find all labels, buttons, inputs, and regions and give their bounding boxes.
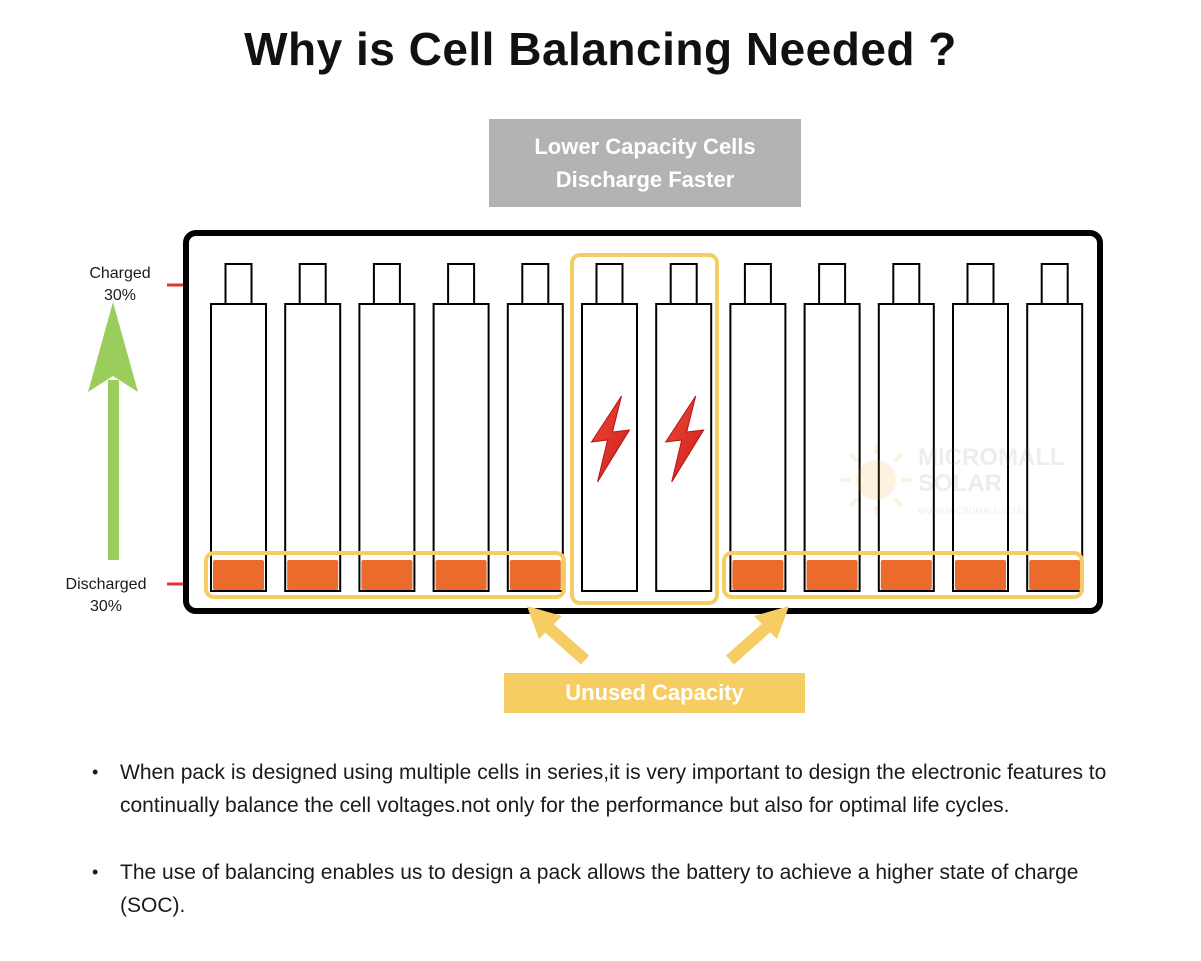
lightning-bolt-icon — [664, 395, 705, 483]
watermark-url: WWW.MICROMALL.CO.NZ — [918, 506, 1030, 516]
unused-charge-segment — [287, 560, 339, 590]
cell-terminal — [892, 263, 921, 305]
weak-cells-frame — [570, 253, 719, 605]
unused-charge-segment — [435, 560, 487, 590]
cell-body — [432, 303, 490, 592]
unused-capacity-callout: Unused Capacity — [504, 673, 805, 713]
battery-cell — [210, 263, 267, 592]
cell-terminal — [372, 263, 401, 305]
battery-cell — [506, 263, 564, 592]
cell-terminal — [669, 263, 698, 305]
battery-cell — [877, 263, 935, 592]
bullet-icon: • — [92, 862, 99, 882]
bullet-text-1: When pack is designed using multiple cel… — [120, 761, 1107, 817]
unused-charge-segment — [213, 560, 264, 590]
sun-logo-icon — [840, 444, 912, 516]
unused-capacity-frame-left — [204, 551, 566, 599]
unused-charge-segment — [955, 560, 1006, 590]
unused-charge-segment — [1029, 560, 1081, 590]
lower-capacity-line-2: Discharge Faster — [555, 167, 735, 192]
unused-charge-segment — [880, 560, 932, 590]
bullet-item-1: • When pack is designed using multiple c… — [88, 756, 1148, 822]
cell-body — [803, 303, 861, 592]
cell-body — [358, 303, 416, 592]
battery-cell — [655, 263, 713, 592]
charged-label-text: Charged — [89, 265, 151, 282]
cell-body — [506, 303, 564, 592]
cell-terminal — [818, 263, 847, 305]
cell-terminal — [743, 263, 772, 305]
lower-capacity-line-1: Lower Capacity Cells — [534, 134, 756, 159]
battery-cell — [581, 263, 638, 592]
cell-terminal — [298, 263, 327, 305]
discharged-label-percent: 30% — [89, 598, 123, 615]
cell-terminal — [595, 263, 624, 305]
unused-charge-segment — [361, 560, 413, 590]
explanation-list: • When pack is designed using multiple c… — [88, 756, 1148, 922]
battery-cell — [729, 263, 787, 592]
bullet-icon: • — [92, 762, 99, 782]
unused-charge-segment — [806, 560, 858, 590]
watermark-brand-sub: SOLAR — [918, 470, 1002, 497]
cell-terminal — [521, 263, 550, 305]
lightning-bolt-icon — [590, 395, 631, 483]
unused-charge-segment — [732, 560, 784, 590]
charged-label: Charged 30% — [72, 263, 168, 307]
battery-cell — [284, 263, 342, 592]
discharged-label-text: Discharged — [65, 576, 147, 593]
unused-charge-segment — [509, 560, 561, 590]
battery-cell — [803, 263, 861, 592]
cell-terminal — [1040, 263, 1069, 305]
lower-capacity-callout: Lower Capacity Cells Discharge Faster — [489, 119, 801, 207]
discharged-label: Discharged 30% — [52, 574, 160, 618]
battery-cell — [1026, 263, 1084, 592]
watermark-brand: MICROMALL — [918, 444, 1065, 471]
cell-body — [210, 303, 267, 592]
battery-cell — [358, 263, 416, 592]
battery-cell — [432, 263, 490, 592]
cell-body — [729, 303, 787, 592]
unused-capacity-frame-right — [722, 551, 1084, 599]
watermark: MICROMALL SOLAR WWW.MICROMALL.CO.NZ — [836, 440, 1086, 520]
pointer-arrow-left-icon — [527, 606, 589, 665]
cell-body — [284, 303, 342, 592]
pointer-arrow-right-icon — [726, 606, 789, 665]
battery-cell — [952, 263, 1009, 592]
cell-body — [1026, 303, 1084, 592]
cell-terminal — [447, 263, 476, 305]
cell-terminal — [966, 263, 995, 305]
charge-direction-arrow-icon — [88, 302, 138, 560]
cell-body — [952, 303, 1009, 592]
bullet-text-2: The use of balancing enables us to desig… — [120, 861, 1079, 917]
charged-label-percent: 30% — [103, 287, 137, 304]
page-title: Why is Cell Balancing Needed ? — [244, 23, 957, 75]
cell-body — [877, 303, 935, 592]
bullet-item-2: • The use of balancing enables us to des… — [88, 856, 1148, 922]
cell-terminal — [224, 263, 253, 305]
